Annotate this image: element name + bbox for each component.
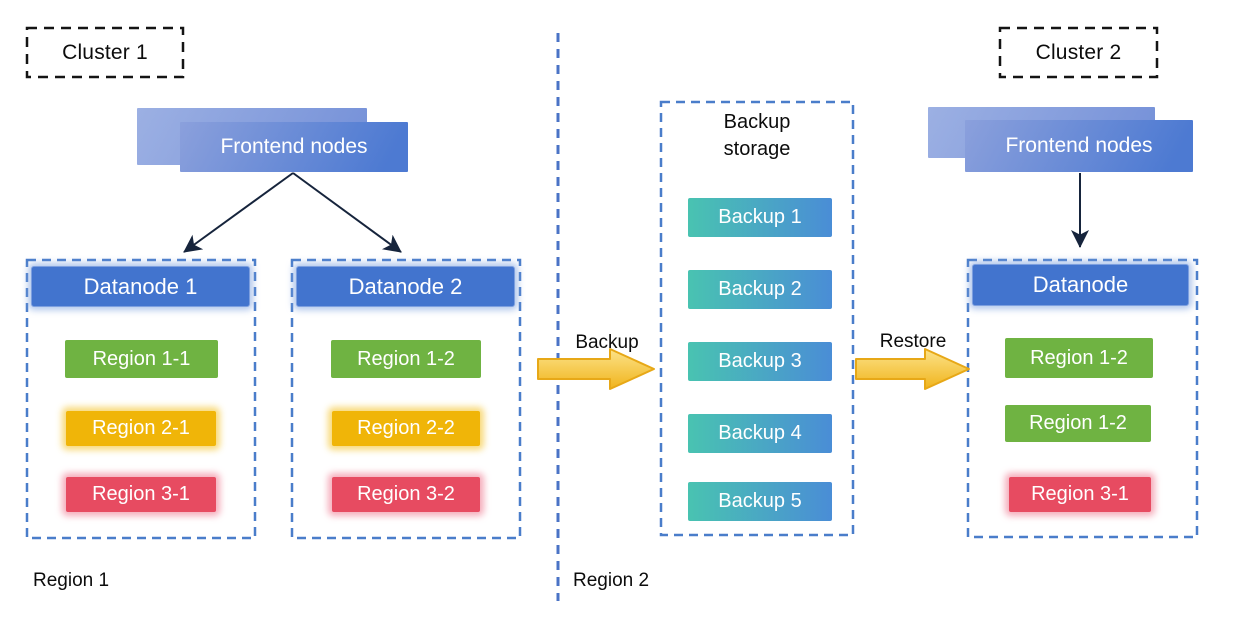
cluster2-frontend-nodes: Frontend nodes bbox=[965, 120, 1193, 172]
region-box: Region 1-2 bbox=[1005, 405, 1151, 442]
region-box: Region 2-2 bbox=[332, 411, 480, 446]
arrow-frontend-to-datanode2 bbox=[292, 172, 402, 253]
cluster2-label: Cluster 2 bbox=[1035, 40, 1122, 64]
backup-storage-title: Backup storage bbox=[723, 111, 791, 160]
region1-footer-label: Region 1 bbox=[33, 570, 110, 591]
region2-footer-label: Region 2 bbox=[573, 570, 650, 591]
restore-flow-label: Restore bbox=[879, 331, 947, 352]
arrow-frontend-to-datanode1 bbox=[183, 172, 294, 253]
region-box: Region 1-2 bbox=[1005, 338, 1153, 378]
cluster2-datanode-title: Datanode bbox=[972, 264, 1189, 306]
region-box: Region 1-1 bbox=[65, 340, 218, 378]
cluster1-label: Cluster 1 bbox=[62, 40, 148, 64]
region-box: Region 3-1 bbox=[66, 477, 216, 512]
backup-storage-border bbox=[659, 100, 855, 537]
cluster1-frontend-nodes: Frontend nodes bbox=[180, 122, 408, 172]
region-box: Region 1-2 bbox=[331, 340, 481, 378]
backup-item: Backup 5 bbox=[688, 482, 832, 521]
backup-item: Backup 4 bbox=[688, 414, 832, 453]
region-box: Region 3-1 bbox=[1009, 477, 1151, 512]
backup-item: Backup 1 bbox=[688, 198, 832, 237]
backup-flow-arrow bbox=[537, 348, 655, 390]
restore-flow-arrow bbox=[855, 348, 970, 390]
datanode2-title: Datanode 2 bbox=[296, 266, 515, 307]
backup-flow-label: Backup bbox=[575, 332, 639, 353]
region-box: Region 2-1 bbox=[66, 411, 216, 446]
region-box: Region 3-2 bbox=[332, 477, 480, 512]
datanode1-title: Datanode 1 bbox=[31, 266, 250, 307]
backup-item: Backup 2 bbox=[688, 270, 832, 309]
backup-item: Backup 3 bbox=[688, 342, 832, 381]
